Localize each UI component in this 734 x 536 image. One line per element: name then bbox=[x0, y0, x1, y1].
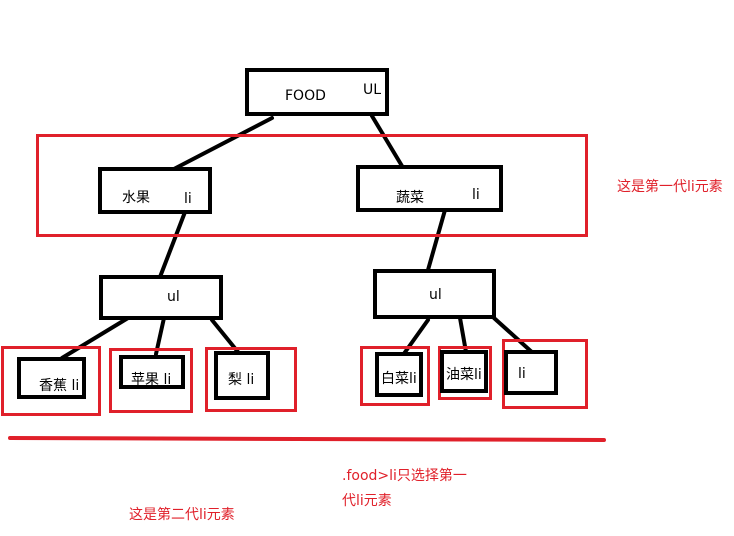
food-ul-node: FOOD UL bbox=[245, 68, 389, 116]
banana-label: 香蕉 li bbox=[39, 378, 80, 394]
pear-highlight bbox=[205, 347, 297, 412]
veg-label: 蔬菜 bbox=[396, 190, 424, 206]
veg-li-node: 蔬菜 li bbox=[356, 165, 503, 212]
edge-veg-ul bbox=[426, 208, 447, 272]
fruit-li-node: 水果 li bbox=[98, 167, 212, 214]
veg-ul-node: ul bbox=[373, 269, 496, 319]
selector-note-line1: .food>li只选择第一 bbox=[342, 468, 467, 484]
banana-highlight bbox=[1, 346, 101, 416]
cabbage-label: 白菜li bbox=[381, 371, 417, 387]
cabbage-li-node: 白菜li bbox=[375, 352, 423, 397]
second-gen-note: 这是第二代li元素 bbox=[129, 507, 235, 523]
fruit-label: 水果 bbox=[122, 190, 150, 206]
rape-li-node: 油菜li bbox=[440, 350, 488, 393]
food-label: FOOD bbox=[285, 88, 326, 104]
fruit-tag: li bbox=[184, 191, 192, 207]
apple-label: 苹果 li bbox=[131, 372, 172, 388]
rape-label: 油菜li bbox=[446, 367, 482, 383]
rape-highlight bbox=[438, 346, 492, 400]
cabbage-highlight bbox=[360, 346, 430, 406]
pear-label: 梨 li bbox=[228, 372, 255, 388]
apple-li-node: 苹果 li bbox=[119, 355, 185, 389]
veg-li-item-node: li bbox=[504, 350, 558, 395]
selector-note-line2: 代li元素 bbox=[342, 493, 392, 509]
edge-food-fruit bbox=[170, 116, 274, 172]
edge-ul-banana bbox=[60, 316, 130, 360]
first-gen-note: 这是第一代li元素 bbox=[617, 179, 723, 195]
edge-ul-li bbox=[492, 316, 536, 356]
separator-line bbox=[8, 436, 606, 442]
edge-food-veg bbox=[370, 114, 404, 168]
veg-ul-tag: ul bbox=[429, 287, 442, 303]
food-tag: UL bbox=[363, 82, 382, 98]
first-gen-highlight bbox=[36, 134, 588, 237]
edge-ul-pear bbox=[210, 318, 240, 354]
veg-tag: li bbox=[472, 187, 480, 203]
veg-li-label: li bbox=[518, 366, 526, 382]
fruit-ul-node: ul bbox=[99, 275, 223, 320]
edge-fruit-ul bbox=[158, 210, 187, 279]
banana-li-node: 香蕉 li bbox=[17, 357, 86, 399]
fruit-ul-tag: ul bbox=[167, 289, 180, 305]
li-highlight bbox=[502, 339, 588, 409]
apple-highlight bbox=[109, 348, 193, 413]
pear-li-node: 梨 li bbox=[214, 351, 270, 400]
